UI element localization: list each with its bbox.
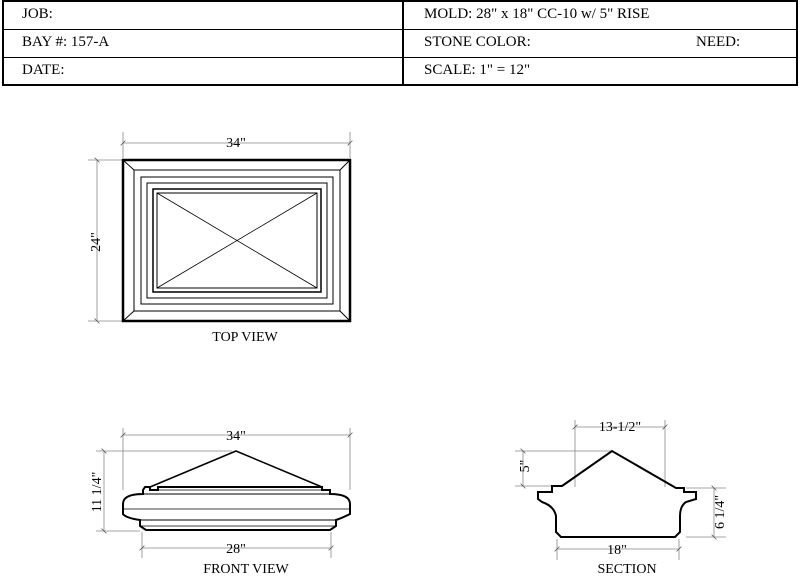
mold-field: MOLD: 28" x 18" CC-10 w/ 5" RISE xyxy=(424,6,650,22)
title-row-bay: BAY #: 157-A STONE COLOR: NEED: xyxy=(4,30,796,58)
top-view-outline xyxy=(121,158,352,323)
section-top-dimension: 13-1/2" xyxy=(572,420,668,487)
section-base-width-dimension: 18" xyxy=(554,539,682,560)
front-view: 34" 11 1/4" 28" FRONT VIEW xyxy=(90,428,353,577)
front-view-base-width-label: 28" xyxy=(226,542,246,557)
top-view-height-dimension: 24" xyxy=(88,157,122,324)
front-view-height-dimension: 11 1/4" xyxy=(90,448,232,534)
top-view-label: TOP VIEW xyxy=(212,330,278,345)
section-base-width-label: 18" xyxy=(607,543,627,558)
bay-field: BAY #: 157-A xyxy=(22,34,110,50)
section-rise-label: 5" xyxy=(518,460,533,473)
front-view-height-label: 11 1/4" xyxy=(90,472,105,513)
section-height-label: 6 1/4" xyxy=(713,495,728,529)
title-block-divider xyxy=(402,2,404,84)
title-row-job: JOB: MOLD: 28" x 18" CC-10 w/ 5" RISE xyxy=(4,2,796,30)
job-field: JOB: xyxy=(22,6,53,22)
top-view-width-label: 34" xyxy=(226,136,246,151)
date-field: DATE: xyxy=(22,62,65,78)
front-view-base-width-dimension: 28" xyxy=(139,532,334,558)
section-height-dimension: 6 1/4" xyxy=(686,485,728,540)
section-rise-dimension: 5" xyxy=(515,448,612,489)
top-view-height-label: 24" xyxy=(89,232,104,252)
front-view-outline xyxy=(122,450,351,531)
section-label: SECTION xyxy=(597,562,656,577)
stone-color-field: STONE COLOR: xyxy=(424,34,531,50)
top-view: 34" 24" TOP VIEW xyxy=(88,132,353,345)
need-field: NEED: xyxy=(696,34,741,50)
section-top-dim-label: 13-1/2" xyxy=(599,420,641,435)
front-view-label: FRONT VIEW xyxy=(203,562,289,577)
section-view: 13-1/2" 5" 6 1/4" 18" SECTION xyxy=(515,420,728,577)
title-row-date: DATE: SCALE: 1" = 12" xyxy=(4,58,796,86)
title-block: JOB: MOLD: 28" x 18" CC-10 w/ 5" RISE BA… xyxy=(2,0,798,86)
section-outline xyxy=(537,449,697,538)
scale-field: SCALE: 1" = 12" xyxy=(424,62,531,78)
top-view-width-dimension: 34" xyxy=(120,132,353,158)
front-view-top-width-label: 34" xyxy=(226,429,246,444)
front-view-top-width-dimension: 34" xyxy=(120,428,353,490)
